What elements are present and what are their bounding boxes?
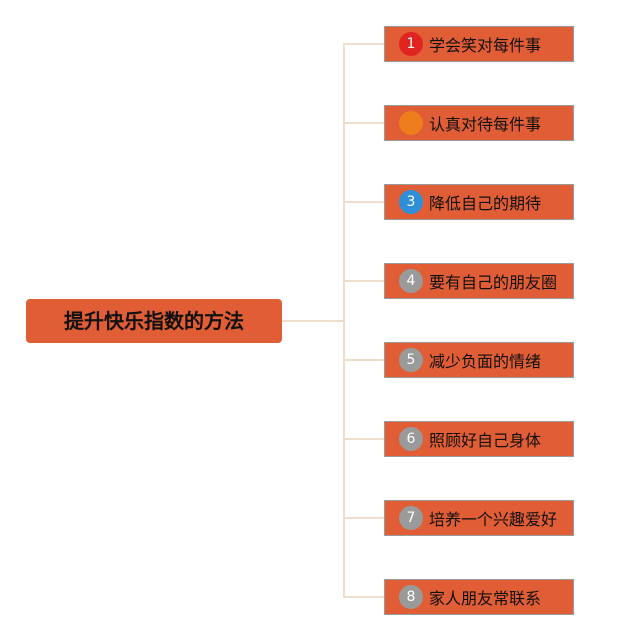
branch-connector-4 [343, 280, 384, 282]
trunk-connector [343, 43, 345, 598]
branch-topic-3[interactable]: 3 降低自己的期待 [384, 184, 574, 220]
priority-8-icon: 8 [399, 585, 423, 609]
priority-4-icon: 4 [399, 269, 423, 293]
branch-topic-label: 学会笑对每件事 [429, 36, 542, 55]
branch-connector-5 [343, 359, 384, 361]
branch-topic-label: 减少负面的情绪 [429, 352, 542, 371]
branch-connector-7 [343, 517, 384, 519]
branch-connector-2 [343, 122, 384, 124]
root-connector [282, 320, 344, 322]
branch-topic-label: 培养一个兴趣爱好 [429, 510, 558, 529]
priority-7-icon: 7 [399, 506, 423, 530]
branch-connector-1 [343, 43, 384, 45]
branch-topic-label: 照顾好自己身体 [429, 431, 542, 450]
priority-6-icon: 6 [399, 427, 423, 451]
branch-topic-label: 要有自己的朋友圈 [429, 273, 558, 292]
priority-3-icon: 3 [399, 190, 423, 214]
priority-5-icon: 5 [399, 348, 423, 372]
root-topic[interactable]: 提升快乐指数的方法 [26, 299, 282, 343]
branch-topic-8[interactable]: 8 家人朋友常联系 [384, 579, 574, 615]
branch-topic-2[interactable]: 认真对待每件事 [384, 105, 574, 141]
branch-topic-label: 家人朋友常联系 [429, 589, 542, 608]
branch-topic-6[interactable]: 6 照顾好自己身体 [384, 421, 574, 457]
branch-connector-6 [343, 438, 384, 440]
branch-topic-label: 认真对待每件事 [429, 115, 542, 134]
priority-2-icon [399, 111, 423, 135]
branch-topic-label: 降低自己的期待 [429, 194, 542, 213]
branch-topic-7[interactable]: 7 培养一个兴趣爱好 [384, 500, 574, 536]
branch-topic-4[interactable]: 4 要有自己的朋友圈 [384, 263, 574, 299]
priority-1-icon: 1 [399, 32, 423, 56]
branch-topic-5[interactable]: 5 减少负面的情绪 [384, 342, 574, 378]
branch-connector-3 [343, 201, 384, 203]
branch-connector-8 [343, 596, 384, 598]
branch-topic-1[interactable]: 1 学会笑对每件事 [384, 26, 574, 62]
root-topic-label: 提升快乐指数的方法 [64, 309, 244, 333]
